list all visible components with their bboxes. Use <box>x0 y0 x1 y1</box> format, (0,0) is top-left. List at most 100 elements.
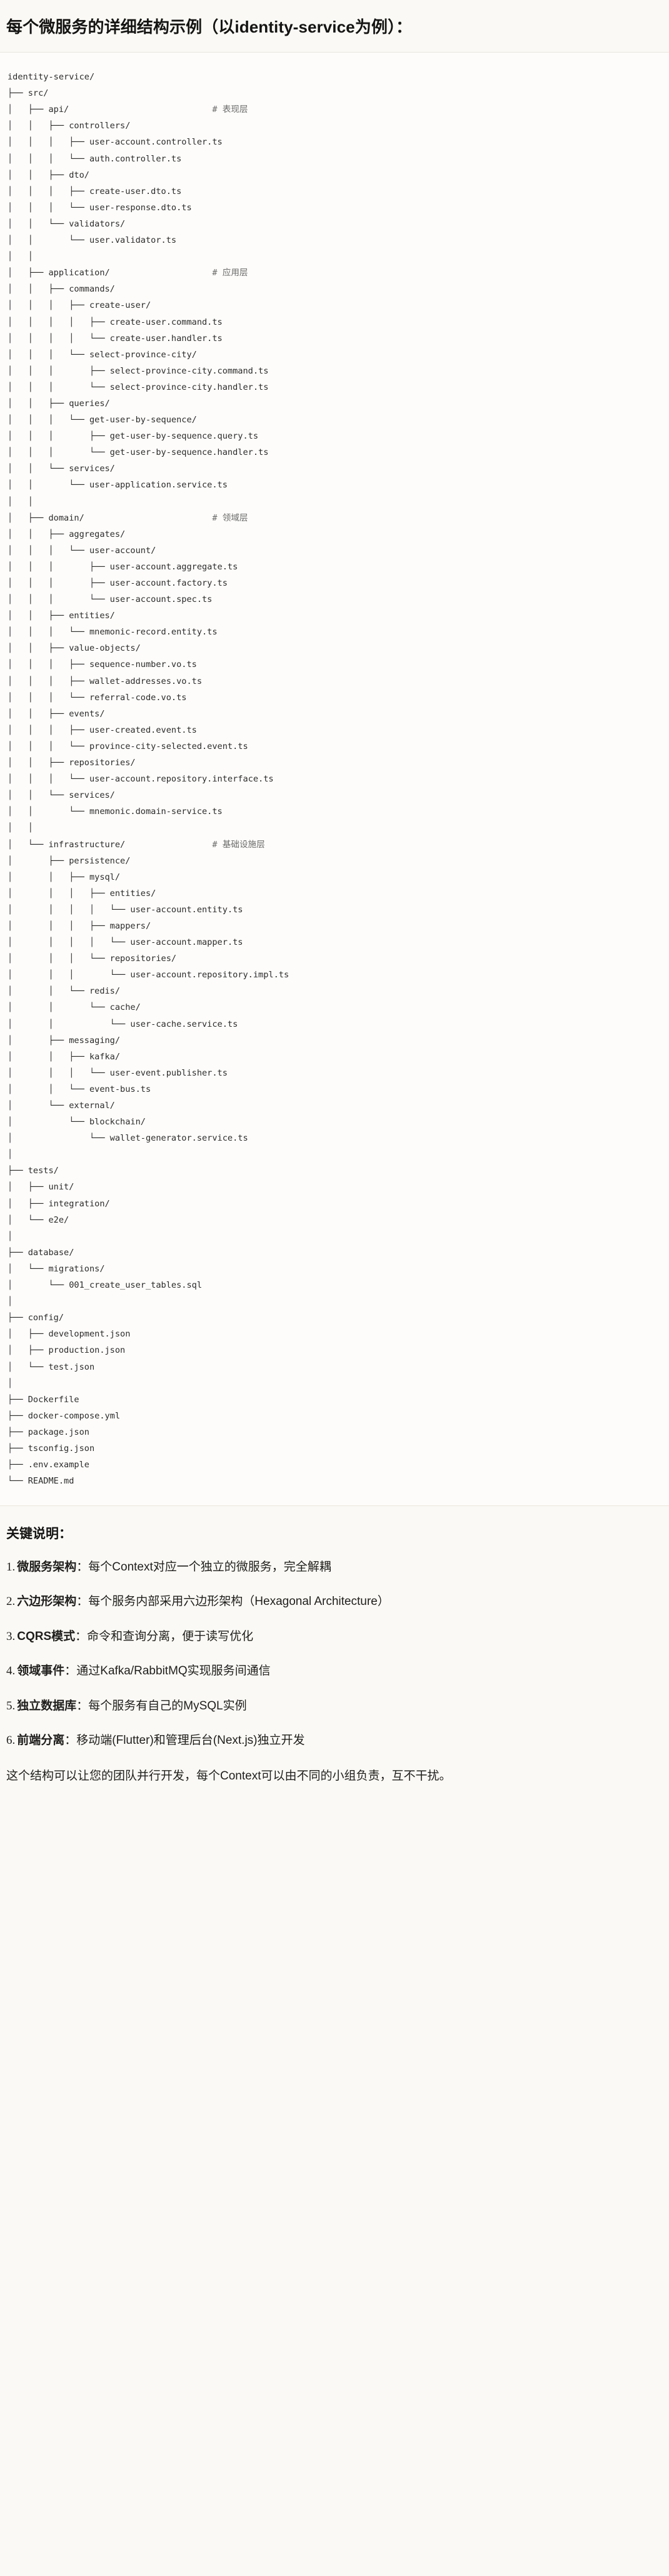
tree-line-gap <box>125 840 212 850</box>
key-point-item: 1.微服务架构：每个Context对应一个独立的微服务，完全解耦 <box>6 1559 654 1577</box>
tree-line-path: │ │ └── services/ <box>8 464 115 474</box>
key-point-description: 移动端(Flutter)和管理后台(Next.js)独立开发 <box>76 1734 305 1748</box>
tree-line: ├── tests/ <box>8 1163 661 1179</box>
key-point-item: 6.前端分离：移动端(Flutter)和管理后台(Next.js)独立开发 <box>6 1732 654 1750</box>
tree-line-path: │ │ │ └── user-account/ <box>8 545 156 556</box>
key-point-term: 微服务架构 <box>17 1560 77 1574</box>
tree-line-path: │ │ └── user-cache.service.ts <box>8 1019 238 1029</box>
tree-line-path: │ │ │ └── province-city-selected.event.t… <box>8 741 248 751</box>
tree-line-path: │ └── test.json <box>8 1362 95 1372</box>
tree-line-path: │ │ ├── queries/ <box>8 398 110 409</box>
tree-line-path: │ │ │ │ ├── create-user.command.ts <box>8 317 223 327</box>
tree-line: │ <box>8 1228 661 1245</box>
directory-tree: identity-service/├── src/│ ├── api/ # 表现… <box>0 69 669 1489</box>
tree-line: ├── src/ <box>8 85 661 101</box>
tree-line-path: │ ├── development.json <box>8 1329 131 1340</box>
tree-line: │ └── external/ <box>8 1097 661 1114</box>
tree-line: ├── package.json <box>8 1424 661 1440</box>
tree-line-comment: # 基础设施层 <box>212 839 265 850</box>
tree-line: │ │ ├── mysql/ <box>8 869 661 885</box>
tree-line: │ │ └── user.validator.ts <box>8 232 661 248</box>
tree-line: ├── docker-compose.yml <box>8 1408 661 1424</box>
tree-line: │ │ │ └── auth.controller.ts <box>8 151 661 167</box>
tree-line-path: ├── docker-compose.yml <box>8 1410 121 1421</box>
tree-line-path: │ └── infrastructure/ <box>8 839 126 850</box>
tree-line: │ └── blockchain/ <box>8 1114 661 1130</box>
tree-line-path: │ └── blockchain/ <box>8 1117 146 1128</box>
tree-line: │ │ │ └── repositories/ <box>8 950 661 967</box>
key-point-separator: ： <box>76 1595 89 1609</box>
key-point-body: CQRS模式：命令和查询分离，便于读写优化 <box>17 1628 654 1646</box>
tree-line-path: │ │ ├── controllers/ <box>8 121 131 131</box>
tree-line: │ │ │ ├── user-account.aggregate.ts <box>8 559 661 575</box>
tree-line-path: identity-service/ <box>8 72 95 83</box>
tree-line-path: │ │ └── user.validator.ts <box>8 235 177 246</box>
key-points-heading: 关键说明： <box>6 1527 72 1542</box>
key-point-separator: ： <box>76 1560 89 1574</box>
tree-line-path: │ │ │ │ └── user-account.mapper.ts <box>8 937 243 948</box>
tree-line: │ │ │ ├── sequence-number.vo.ts <box>8 656 661 673</box>
tree-line: │ │ └── mnemonic.domain-service.ts <box>8 803 661 820</box>
tree-line-path: ├── database/ <box>8 1247 74 1258</box>
tree-line: │ │ │ └── select-province-city.handler.t… <box>8 379 661 395</box>
tree-line-path: │ │ ├── entities/ <box>8 611 115 621</box>
tree-line: │ │ <box>8 820 661 836</box>
tree-line: │ │ │ └── user-account/ <box>8 542 661 559</box>
key-point-item: 5.独立数据库：每个服务有自己的MySQL实例 <box>6 1698 654 1716</box>
tree-line: │ │ │ └── get-user-by-sequence.handler.t… <box>8 444 661 461</box>
tree-line: │ │ │ ├── get-user-by-sequence.query.ts <box>8 428 661 444</box>
tree-line: │ │ │ ├── select-province-city.command.t… <box>8 363 661 379</box>
key-point-description: 命令和查询分离，便于读写优化 <box>87 1629 254 1643</box>
tree-line-path: │ │ │ └── user-account.spec.ts <box>8 594 213 605</box>
tree-line-path: │ │ │ └── user-account.repository.interf… <box>8 774 274 785</box>
tree-line: │ │ └── services/ <box>8 787 661 803</box>
tree-line-path: │ │ ├── mysql/ <box>8 872 121 882</box>
tree-line: ├── tsconfig.json <box>8 1440 661 1457</box>
tree-line-path: │ │ ├── dto/ <box>8 170 89 180</box>
tree-line-gap <box>84 513 213 523</box>
tree-line-path: ├── package.json <box>8 1427 89 1437</box>
tree-line: │ │ │ └── get-user-by-sequence/ <box>8 412 661 428</box>
tree-line: │ │ │ │ └── user-account.mapper.ts <box>8 934 661 950</box>
tree-line-path: │ │ │ └── user-response.dto.ts <box>8 202 192 213</box>
tree-line-path: ├── config/ <box>8 1313 64 1323</box>
tree-line-path: │ │ │ ├── user-account.aggregate.ts <box>8 561 238 572</box>
tree-line-path: │ ├── production.json <box>8 1345 126 1356</box>
tree-line: │ │ │ │ └── user-account.entity.ts <box>8 902 661 918</box>
tree-line: │ │ ├── kafka/ <box>8 1049 661 1065</box>
tree-line-path: │ │ <box>8 823 33 833</box>
tree-line: │ │ │ ├── wallet-addresses.vo.ts <box>8 673 661 690</box>
key-point-body: 独立数据库：每个服务有自己的MySQL实例 <box>17 1698 654 1716</box>
key-point-separator: ： <box>64 1734 77 1748</box>
tree-line: │ │ │ └── user-event.publisher.ts <box>8 1065 661 1081</box>
tree-line: │ │ │ ├── user-account.controller.ts <box>8 134 661 150</box>
tree-line: │ ├── persistence/ <box>8 853 661 869</box>
tree-line-path: │ │ └── cache/ <box>8 1002 141 1013</box>
tree-line: │ ├── unit/ <box>8 1179 661 1195</box>
key-points-footer: 这个结构可以让您的团队并行开发，每个Context可以由不同的小组负责，互不干扰… <box>6 1769 451 1783</box>
tree-line-gap <box>69 104 212 115</box>
tree-line-path: │ │ │ └── get-user-by-sequence/ <box>8 415 197 425</box>
tree-line-path: │ │ <box>8 496 33 507</box>
tree-line: │ ├── messaging/ <box>8 1032 661 1049</box>
tree-line-path: │ └── e2e/ <box>8 1214 69 1225</box>
key-point-term: 领域事件 <box>17 1664 65 1678</box>
tree-line: │ │ <box>8 248 661 265</box>
tree-line: │ │ │ ├── entities/ <box>8 885 661 902</box>
key-point-body: 领域事件：通过Kafka/RabbitMQ实现服务间通信 <box>17 1662 654 1681</box>
tree-line: │ │ │ └── province-city-selected.event.t… <box>8 738 661 755</box>
tree-line-gap <box>110 268 213 278</box>
tree-line: │ │ │ └── referral-code.vo.ts <box>8 690 661 706</box>
tree-line: │ │ │ └── user-account.repository.impl.t… <box>8 967 661 983</box>
tree-line-path: │ │ └── redis/ <box>8 986 121 997</box>
tree-line: │ └── infrastructure/ # 基础设施层 <box>8 837 661 853</box>
tree-line-path: │ │ │ └── get-user-by-sequence.handler.t… <box>8 447 269 458</box>
key-point-term: CQRS模式 <box>17 1629 76 1643</box>
tree-line: │ │ ├── repositories/ <box>8 755 661 771</box>
tree-line-path: │ │ │ ├── select-province-city.command.t… <box>8 365 269 376</box>
tree-line-comment: # 领域层 <box>212 512 248 523</box>
tree-line-path: │ ├── messaging/ <box>8 1035 121 1046</box>
tree-line-path: ├── src/ <box>8 88 49 99</box>
